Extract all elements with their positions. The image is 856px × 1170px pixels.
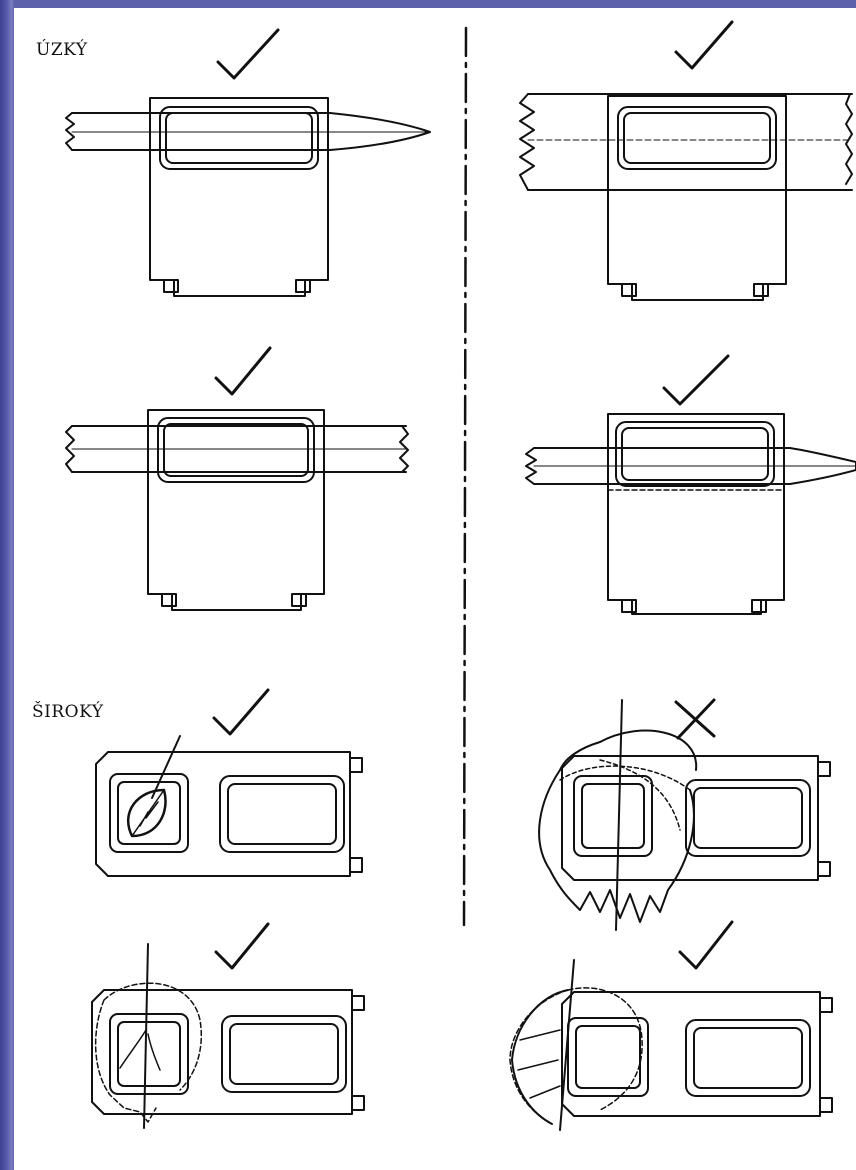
holder-window-outer bbox=[615, 421, 775, 487]
strip-zigzag-left bbox=[519, 93, 535, 191]
holder-window-outer bbox=[221, 1015, 347, 1093]
holder-window-outer bbox=[685, 1019, 811, 1097]
holder-body bbox=[607, 413, 785, 615]
check-mark-icon bbox=[214, 346, 272, 396]
panel-wide-bottom-right bbox=[509, 920, 833, 1131]
holder-window-inner bbox=[229, 1023, 339, 1085]
holder-window-inner bbox=[621, 427, 769, 481]
holder-window-inner bbox=[623, 112, 771, 164]
leaf-outline bbox=[94, 982, 202, 1123]
holder-window-inner bbox=[227, 783, 337, 845]
diagram-panel bbox=[14, 8, 856, 1170]
holder-window-inner bbox=[693, 787, 803, 849]
leaf-window-inner bbox=[117, 781, 181, 845]
check-mark-icon bbox=[678, 920, 734, 970]
strip-zigzag-left bbox=[65, 425, 75, 473]
leaf-window-outer bbox=[109, 1013, 189, 1095]
holder-window-inner bbox=[165, 112, 313, 164]
leaf-window-inner bbox=[575, 1025, 641, 1089]
holder-body-wide bbox=[561, 755, 819, 881]
holder-body bbox=[147, 409, 325, 611]
holder-window-outer bbox=[685, 779, 811, 857]
strip-zigzag-right bbox=[845, 93, 853, 185]
panel-wide-top-right bbox=[538, 698, 831, 931]
panel-narrow-middle-right bbox=[525, 354, 856, 615]
holder-body-wide bbox=[95, 751, 351, 877]
strip-pointed-end bbox=[329, 112, 431, 151]
holder-window-outer bbox=[157, 417, 315, 483]
check-mark-icon bbox=[662, 354, 730, 406]
check-mark-icon bbox=[674, 20, 734, 70]
label-narrow: ÚZKÝ bbox=[36, 40, 88, 60]
holder-window-outer bbox=[159, 106, 319, 170]
panel-narrow-top-right bbox=[519, 20, 853, 301]
center-divider-line bbox=[462, 26, 468, 927]
panel-wide-bottom-left bbox=[91, 922, 365, 1129]
holder-window-outer bbox=[617, 106, 777, 170]
holder-window-outer bbox=[219, 775, 345, 853]
leaf-window-outer bbox=[567, 1017, 649, 1097]
leaf-window-inner bbox=[117, 1021, 181, 1087]
check-mark-icon bbox=[214, 922, 270, 970]
strip-zigzag-left bbox=[525, 447, 537, 485]
strip-zigzag-end bbox=[65, 112, 75, 151]
holder-window-inner bbox=[163, 423, 309, 477]
strip-pointed-end bbox=[789, 447, 856, 485]
check-mark-icon bbox=[212, 688, 270, 736]
holder-body bbox=[607, 95, 787, 301]
panel-wide-top-left bbox=[95, 688, 363, 877]
oversized-leaf-outline bbox=[538, 729, 698, 923]
cross-mark-icon bbox=[674, 698, 716, 740]
holder-window-inner bbox=[693, 1027, 803, 1089]
holder-body-wide bbox=[561, 991, 821, 1117]
holder-body bbox=[149, 97, 329, 297]
check-mark-icon bbox=[216, 28, 280, 80]
leaf-window-inner bbox=[581, 783, 645, 849]
panel-narrow-top-left bbox=[65, 28, 431, 297]
strip-zigzag-right bbox=[399, 425, 409, 473]
leaf-window-outer bbox=[109, 773, 189, 853]
leaf-window-outer bbox=[573, 775, 653, 857]
label-wide: ŠIROKÝ bbox=[32, 702, 104, 722]
holder-body-wide bbox=[91, 989, 353, 1115]
panel-narrow-middle-left bbox=[65, 346, 409, 611]
